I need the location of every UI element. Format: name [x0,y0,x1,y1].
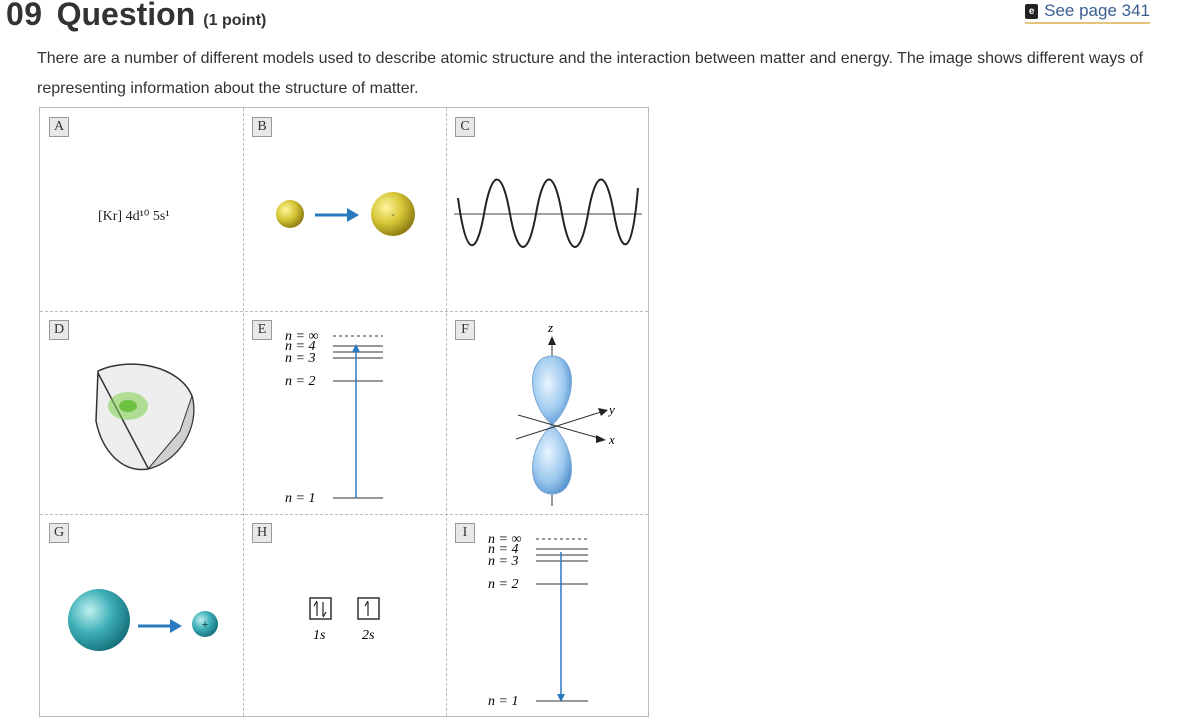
grid-divider [243,108,244,716]
see-page-link[interactable]: e See page 341 [1025,1,1150,24]
sphere-shell [146,394,195,470]
orbital-label: 2s [362,628,375,643]
orbital-lobe-lower [532,424,572,495]
grid-divider [446,108,447,716]
question-points: (1 point) [203,12,267,29]
axis-label-y: y [607,402,615,417]
neutral-atom [276,200,304,228]
cell-letter: G [49,523,69,543]
question-header: 09 Question (1 point) [6,0,266,33]
electron-configuration: [Kr] 4d¹⁰ 5s¹ [98,209,170,224]
x-axis [517,414,603,440]
cell-letter: H [252,523,272,543]
question-prompt: There are a number of different models u… [37,50,1144,97]
grid-divider [40,514,648,515]
cation [192,611,218,637]
anion [371,192,415,236]
atom-to-cation-diagram: + [68,589,218,651]
ebook-icon: e [1025,3,1039,19]
cell-letter: I [455,523,475,543]
cell-letter: F [455,320,475,340]
cell-c: C [446,108,649,311]
question-number: 09 [6,0,43,32]
question-title: Question [56,0,196,32]
level-label: n = 4 [285,339,315,354]
orbital-lobe-upper [532,355,572,426]
cell-i: I n = ∞ n = 4 n = 3 n = 2 n = 1 [446,514,649,717]
orbital-box-2s [357,597,380,620]
reaction-arrow-head [170,619,182,633]
grid-divider [40,311,648,312]
cell-f: F z y x [446,311,649,514]
level-label: n = 2 [285,374,315,389]
x-axis-arrow [596,435,606,443]
axis-label-x: x [608,432,615,447]
level-label: n = 3 [488,554,518,569]
level-label: n = 3 [285,351,315,366]
y-axis-arrow [598,408,608,416]
level-label: n = 2 [488,577,518,592]
cell-e: E n = ∞ n = 4 n = 3 n = 2 n = 1 [243,311,446,514]
charge-sign: + [202,619,208,631]
transition-arrow [352,344,360,352]
charge-sign: - [391,210,394,221]
energy-level-diagram-absorption: n = ∞ n = 4 n = 3 n = 2 n = 1 [488,532,588,709]
cell-letter: B [252,117,272,137]
energy-level-diagram-emission: n = ∞ n = 4 n = 3 n = 2 n = 1 [285,329,383,506]
neutral-atom [68,589,130,651]
level-label: n = 1 [285,491,315,506]
cell-h: H 1s 2s [243,514,446,717]
electron-spin-up-head [313,600,318,607]
wave-diagram [454,178,642,248]
p-orbital-diagram: z y x [515,320,615,506]
cut-edge [97,372,149,469]
orbital-label: 1s [313,628,326,643]
cell-d: D [40,311,243,514]
cell-letter: C [455,117,475,137]
cell-a: A [Kr] 4d¹⁰ 5s¹ [40,108,243,311]
level-label: n = 1 [488,694,518,709]
electron-spin-down-head [322,611,327,618]
z-axis-arrow [548,336,556,345]
reaction-arrow-head [347,208,359,222]
atomic-models-figure: A [Kr] 4d¹⁰ 5s¹ B - C D [39,107,649,717]
level-label: n = ∞ [285,329,318,344]
cell-letter: A [49,117,69,137]
cell-g: G + [40,514,243,717]
level-label: n = 4 [488,542,518,557]
orbital-box-diagram: 1s 2s [309,597,380,643]
cell-letter: D [49,320,69,340]
transition-arrow [557,694,565,702]
electromagnetic-wave [457,178,639,248]
y-axis [515,410,605,440]
atom-to-anion-diagram: - [276,192,415,236]
orbital-box-1s [309,597,332,620]
electron-cloud-diagram [95,363,195,471]
level-label: n = ∞ [488,532,521,547]
electron-spin-up-head [364,600,369,607]
electron-density-core [119,400,137,412]
axis-label-z: z [547,320,553,335]
cell-b: B - [243,108,446,311]
sphere-cutaway [95,363,195,471]
see-page-label: See page 341 [1044,1,1150,20]
cell-letter: E [252,320,272,340]
